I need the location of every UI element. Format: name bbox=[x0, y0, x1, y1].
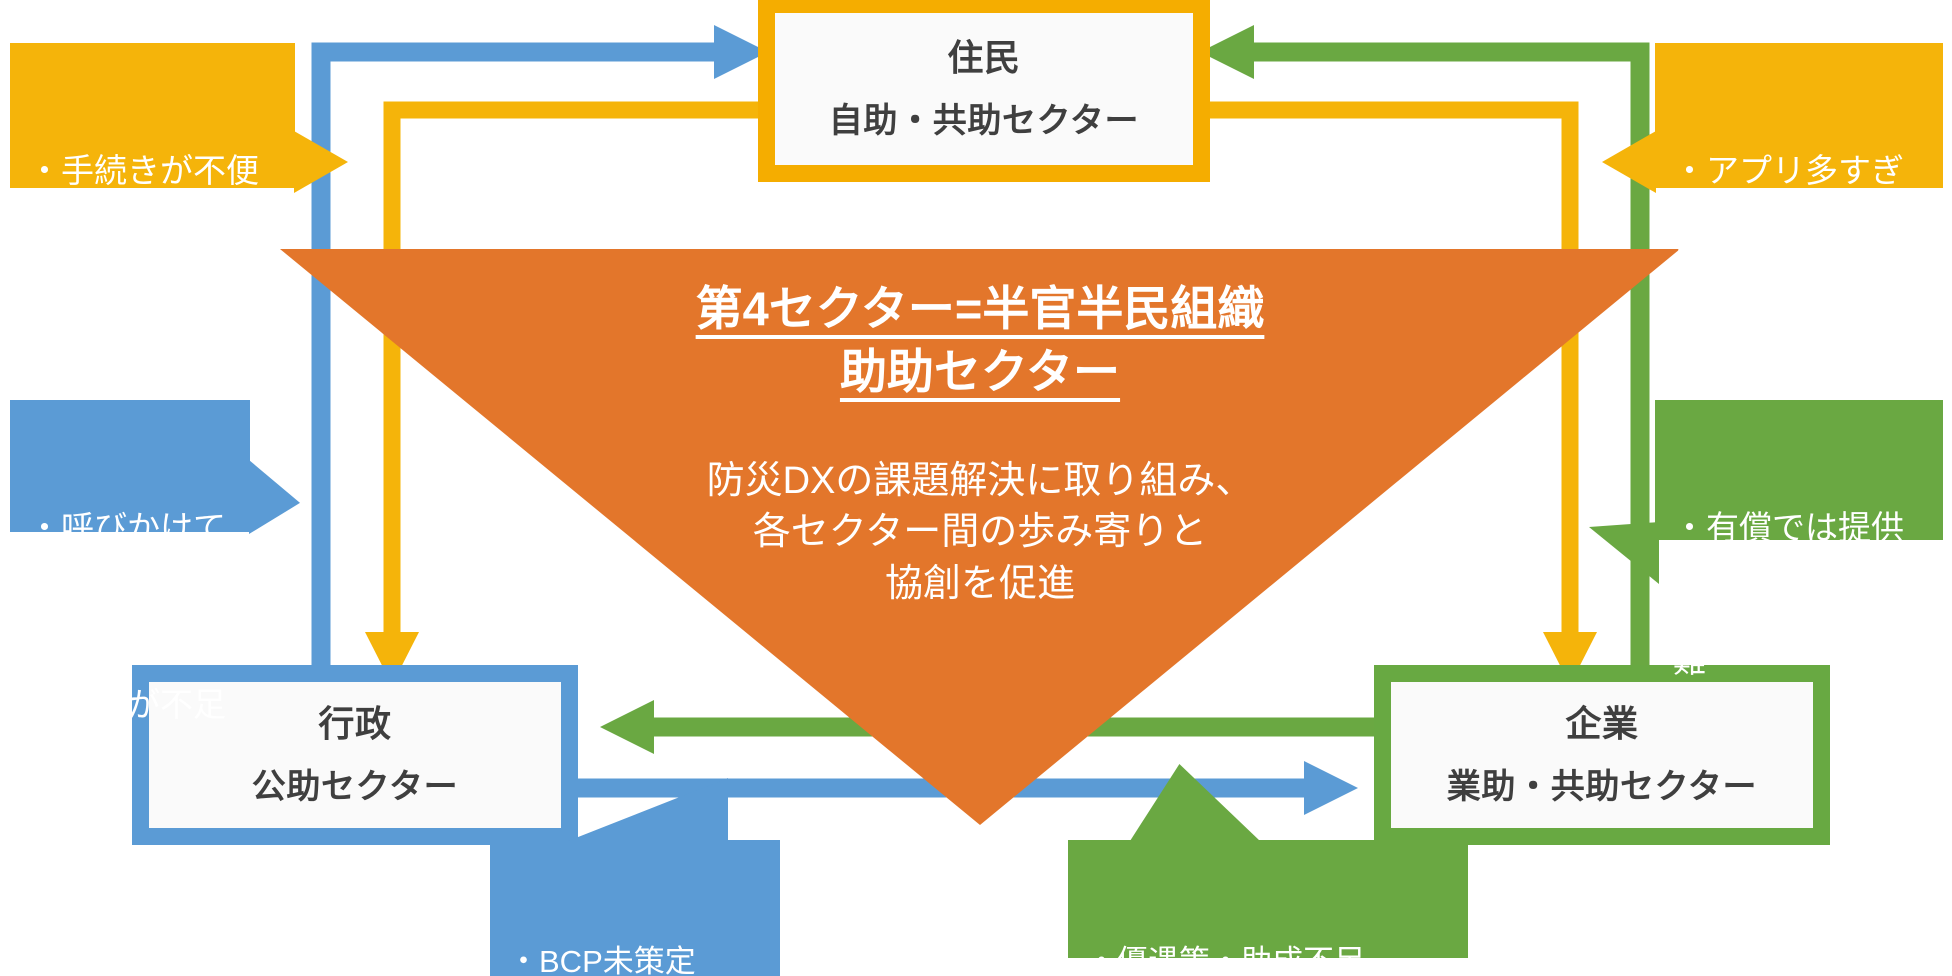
callout-text: ・手続きが不便 ・アプリ多すぎ ・緊急時に本当に 役立つか疑問 bbox=[28, 152, 259, 367]
triangle-text-block: 第4セクター=半官半民組織 助助セクター 防災DXの課題解決に取り組み、 各セク… bbox=[280, 249, 1680, 610]
sector-name-corporate: 企業 bbox=[1565, 702, 1639, 744]
sector-label-residents: 自助・共助セクター bbox=[828, 102, 1140, 141]
sector-name-residents: 住民 bbox=[947, 36, 1021, 78]
callout-corporate-issues: ・有償では提供 しづらい ・コスト捻出困難 bbox=[1589, 400, 1943, 679]
sector-name-government: 行政 bbox=[318, 702, 392, 744]
fourth-sector-description: 防災DXの課題解決に取り組み、 各セクター間の歩み寄りと 協創を促進 bbox=[706, 459, 1254, 605]
sector-box-government[interactable]: 行政 公助セクター bbox=[132, 665, 578, 845]
callout-text: ・アプリ多すぎ ・緊急時に本当に 役立つか疑問 bbox=[1673, 152, 1904, 323]
callout-corporate-to-government-issues: ・BCP未策定 ・防災行政への協力不足 ・頼りにして良いか疑問 bbox=[490, 778, 780, 976]
callout-government-issues: ・呼びかけても避 難してくれない ・対策が不足 bbox=[10, 400, 300, 723]
callout-government-to-corporate-issues: ・優遇策・助成不足 ・提供情報が使いづらい bbox=[1068, 764, 1468, 976]
sector-label-government: 公助セクター bbox=[251, 768, 459, 807]
callout-text: ・呼びかけても避 難してくれない ・対策が不足 bbox=[28, 509, 226, 724]
callout-residents-issues-right: ・アプリ多すぎ ・緊急時に本当に 役立つか疑問 bbox=[1602, 43, 1943, 322]
callout-text: ・優遇策・助成不足 ・提供情報が使いづらい bbox=[1086, 944, 1365, 976]
sector-label-corporate: 業助・共助セクター bbox=[1446, 768, 1758, 807]
sector-box-corporate[interactable]: 企業 業助・共助セクター bbox=[1374, 665, 1830, 845]
fourth-sector-heading-line2: 助助セクター bbox=[839, 344, 1121, 398]
callout-residents-issues-left: ・手続きが不便 ・アプリ多すぎ ・緊急時に本当に 役立つか疑問 bbox=[10, 43, 348, 366]
callout-text: ・BCP未策定 ・防災行政への協力不足 ・頼りにして良いか疑問 bbox=[508, 944, 696, 976]
callout-text: ・有償では提供 しづらい ・コスト捻出困難 bbox=[1673, 509, 1904, 680]
arrow-corporate-to-residents bbox=[1200, 25, 1650, 676]
arrow-government-to-residents bbox=[311, 25, 768, 676]
sector-box-residents[interactable]: 住民 自助・共助セクター bbox=[758, 0, 1210, 182]
fourth-sector-heading-line1: 第4セクター=半官半民組織 bbox=[695, 282, 1265, 335]
arrow-residents-to-corporate bbox=[1210, 101, 1597, 685]
